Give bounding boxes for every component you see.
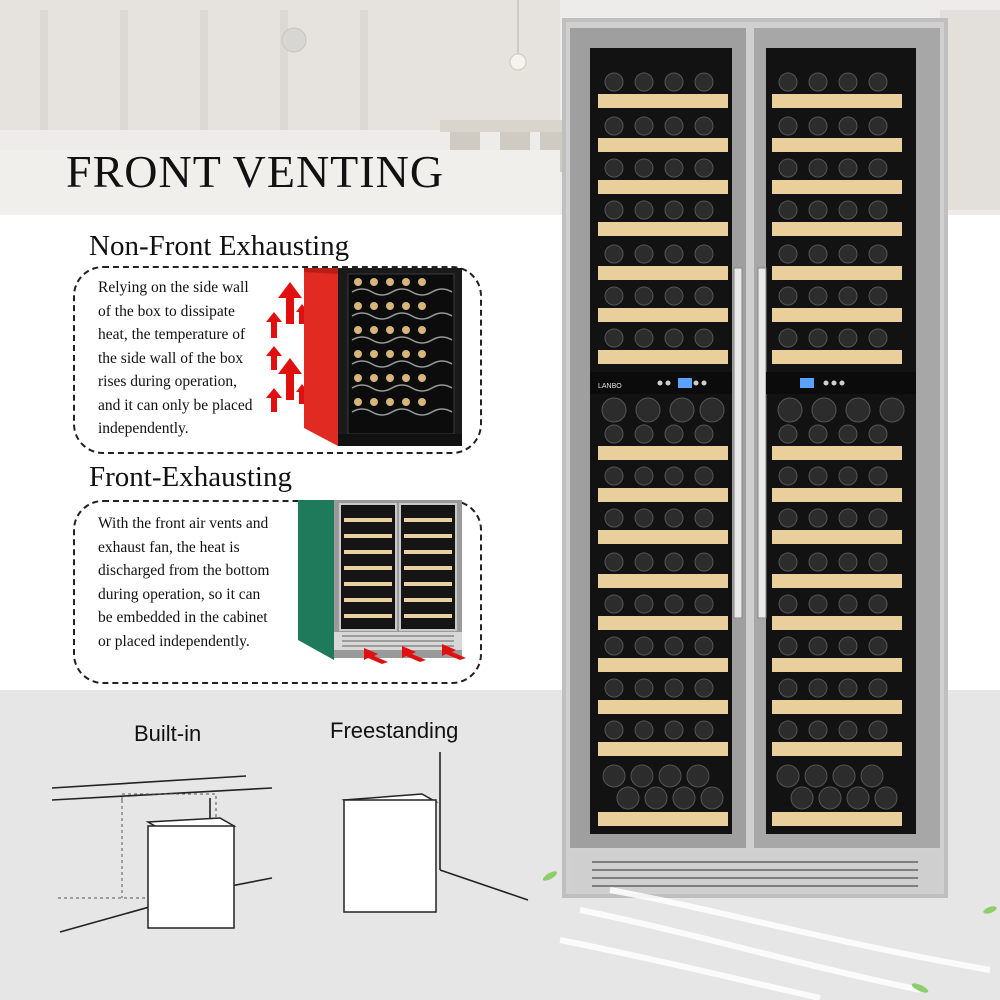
freestanding-diagram-icon (341, 752, 529, 913)
front-exhausting-description: With the front air vents and exhaust fan… (98, 512, 269, 653)
airflow-swoosh-icon (542, 871, 997, 1000)
description-line: heat, the temperature of (98, 326, 246, 343)
description-line: the side wall of the box (98, 349, 244, 367)
brand-logo: LANBO (598, 383, 622, 390)
freestanding-label: Freestanding (330, 718, 459, 743)
builtin-diagram-icon (51, 775, 273, 933)
description-line: and it can only be placed (98, 396, 253, 414)
description-line: exhaust fan, the heat is (98, 538, 240, 556)
front-exhausting-description-box (73, 500, 482, 684)
description-line: Relying on the side wall (98, 279, 249, 296)
non-front-description-box (73, 266, 482, 454)
front-exhausting-heading: Front-Exhausting (89, 461, 292, 493)
description-line: during operation, so it can (98, 585, 261, 603)
description-line: be embedded in the cabinet (98, 609, 268, 626)
description-line: or placed independently. (98, 632, 250, 650)
description-line: independently. (98, 420, 189, 437)
description-line: discharged from the bottom (98, 562, 270, 579)
front-venting-cooler-image (298, 500, 466, 664)
non-front-heading: Non-Front Exhausting (89, 230, 350, 262)
dual-door-wine-cooler-image: LANBO (562, 18, 948, 898)
description-line: rises during operation, (98, 373, 238, 390)
side-venting-cooler-image (304, 268, 462, 446)
builtin-label: Built-in (134, 721, 202, 746)
page-title: FRONT VENTING (66, 146, 445, 197)
non-front-description: Relying on the side wall of the box to d… (98, 276, 253, 441)
description-line: of the box to dissipate (98, 302, 235, 320)
description-line: With the front air vents and (98, 515, 269, 532)
